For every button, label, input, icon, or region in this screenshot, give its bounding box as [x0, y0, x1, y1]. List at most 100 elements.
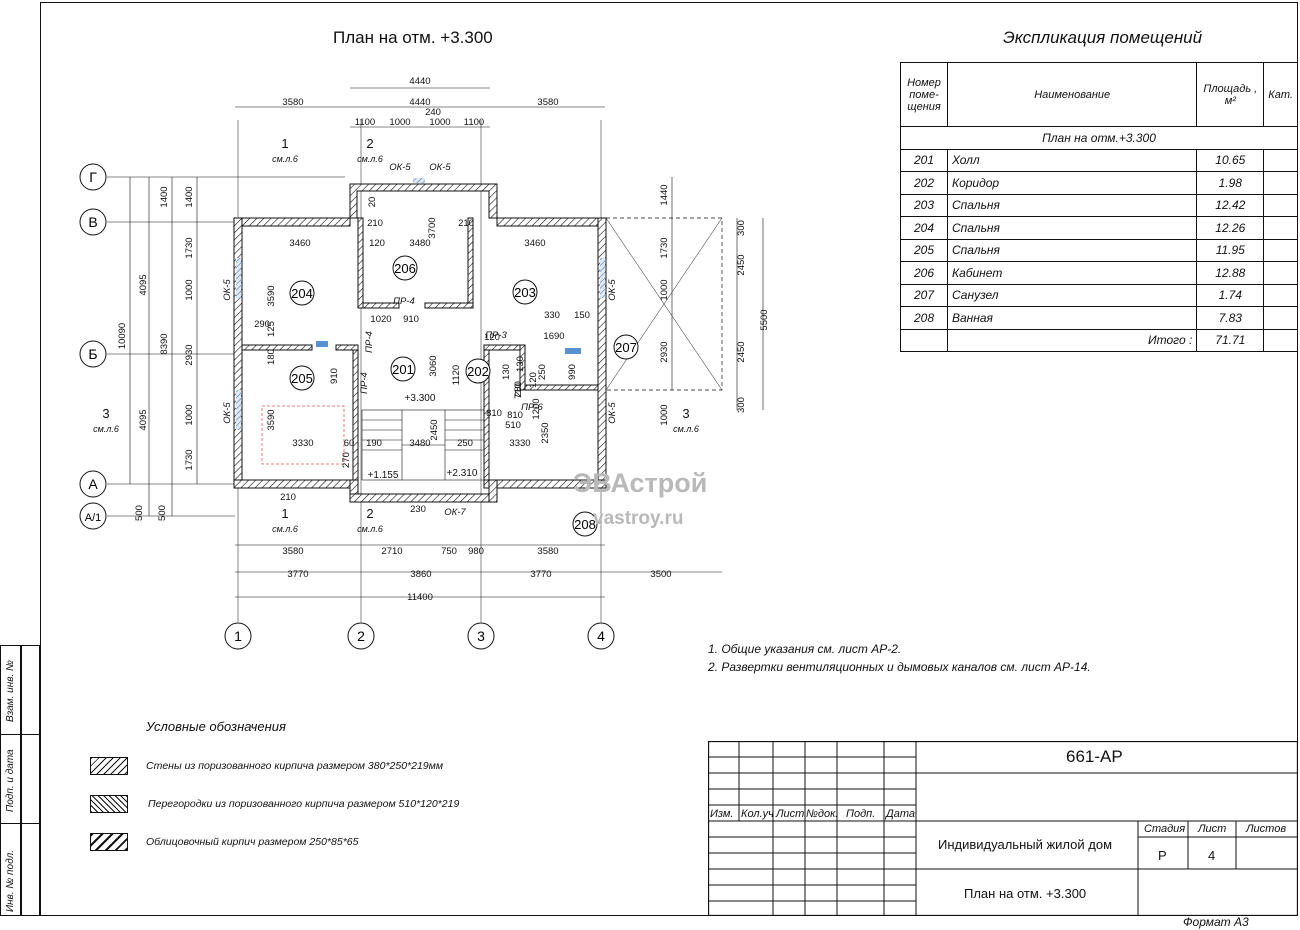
dimension-text: 980: [468, 546, 484, 557]
opening-mark: ОК-5: [222, 279, 233, 301]
explication-total-row: Итого : 71.71: [900, 328, 1298, 352]
level-mark: +2.310: [447, 468, 478, 479]
dimension-text: 250: [457, 438, 473, 449]
dimension-text: 190: [366, 438, 382, 449]
opening-mark: ОК-5: [607, 279, 618, 301]
room-number: 205: [291, 371, 313, 386]
dimension-text: 810: [486, 408, 502, 419]
section-number: 1: [281, 506, 288, 521]
dimension-text: 910: [329, 368, 340, 384]
section-ref: см.л.6: [673, 424, 699, 434]
dimension-text: 990: [567, 364, 578, 380]
project-code: 661-АР: [1066, 747, 1123, 766]
dimension-text: 3060: [428, 355, 439, 376]
explication-cell-name: Холл: [946, 148, 1198, 172]
axis-bubble: [79, 340, 107, 368]
opening-mark: ПР-4: [393, 296, 415, 307]
title-block-text: Изм. Кол.уч Лист №док. Подп. Дата 661-АР…: [708, 741, 1298, 916]
sheets-label: Листов: [1246, 823, 1287, 835]
section-ref: см.л.6: [93, 424, 119, 434]
dimension-text: 1000: [389, 117, 410, 128]
opening-mark: ПР-6: [521, 402, 543, 413]
sheet-value: 4: [1208, 848, 1216, 863]
side-cell-3b: [20, 823, 40, 916]
dimension-text: 710: [513, 383, 524, 399]
axis-bubble: [79, 470, 107, 498]
axis-bubble: [79, 502, 107, 530]
room-number: 206: [394, 261, 416, 276]
dimension-text: 180: [266, 349, 277, 365]
section-ref: см.л.6: [272, 524, 298, 534]
dimension-text: 750: [441, 546, 457, 557]
explication-table: Номер поме- щения Наименование Площадь ,…: [900, 62, 1298, 352]
object-name: Индивидуальный жилой дом: [938, 837, 1113, 852]
dimension-text: 910: [403, 314, 419, 325]
dimension-text: 5500: [759, 309, 770, 330]
room-number-bubble: [289, 280, 315, 306]
dimension-text: 1000: [184, 404, 195, 425]
section-ref: см.л.6: [357, 154, 383, 164]
axis-bubble: [587, 622, 615, 650]
col-data: Дата: [886, 808, 916, 820]
explication-cell-area: 12.26: [1196, 216, 1265, 240]
room-number: 207: [615, 340, 637, 355]
dimension-text: 1020: [370, 314, 391, 325]
hatch-partitions-swatch: [90, 795, 128, 813]
dimension-text: 500: [134, 505, 145, 521]
legend-walls-text: Стены из поризованного кирпича размером …: [146, 760, 444, 772]
axis-label: В: [88, 214, 97, 230]
explication-cell-area: 1.98: [1196, 171, 1265, 195]
opening-mark: ПР-4: [364, 331, 375, 353]
dimension-text: 300: [736, 220, 747, 236]
watermark-site: vastroy.ru: [593, 508, 684, 529]
dimension-text: 125: [266, 321, 277, 337]
room-number: 201: [392, 362, 414, 377]
dimension-text: 1730: [184, 449, 195, 470]
dimension-text: 10090: [117, 323, 128, 349]
explication-cell-cat: [1263, 148, 1298, 172]
explication-cell-cat: [1263, 193, 1298, 217]
room-number-bubble: [289, 365, 315, 391]
opening-mark: ОК-7: [444, 507, 466, 518]
dimension-text: 20: [367, 197, 378, 208]
dimension-text: 130: [515, 356, 526, 372]
dimension-text: 1730: [184, 237, 195, 258]
dimension-text: 300: [736, 397, 747, 413]
dimension-text: 210: [458, 218, 474, 229]
explication-cell-name: Спальня: [946, 216, 1198, 240]
section-number: 3: [102, 406, 109, 421]
dimension-text: 8390: [159, 333, 170, 354]
legend-partitions-text: Перегородки из поризованного кирпича раз…: [148, 798, 460, 810]
dimension-text: 330: [544, 310, 560, 321]
dimension-text: 1200: [531, 398, 542, 419]
legend-title: Условные обозначения: [146, 719, 286, 734]
level-mark: +1.155: [368, 470, 399, 481]
col-podp: Подп.: [846, 808, 876, 820]
dimension-text: 2450: [736, 254, 747, 275]
format-label: Формат А3: [1183, 915, 1249, 929]
sheet-label: Лист: [1198, 823, 1227, 835]
axis-label: 2: [357, 628, 365, 644]
dimension-text: 210: [280, 492, 296, 503]
axis-label: 1: [234, 628, 242, 644]
dimension-text: 120: [369, 238, 385, 249]
dimension-text: 1000: [659, 279, 670, 300]
explication-cell-num: 204: [900, 216, 948, 240]
dimension-text: 11400: [407, 592, 433, 603]
section-number: 1: [281, 136, 288, 151]
dimension-text: 3700: [427, 217, 438, 238]
dimension-text: 1100: [464, 117, 484, 128]
total-label: Итого :: [946, 328, 1198, 352]
explication-cell-name: Коридор: [946, 171, 1198, 195]
room-number-bubble: [465, 358, 491, 384]
dimension-text: 500: [157, 505, 168, 521]
side-cell-3: [0, 823, 22, 916]
dimension-text: 3770: [530, 569, 551, 580]
dimension-text: 120: [484, 332, 500, 343]
section-number: 2: [366, 506, 373, 521]
opening-mark: ОК-5: [389, 162, 411, 173]
section-number: 3: [682, 406, 689, 421]
